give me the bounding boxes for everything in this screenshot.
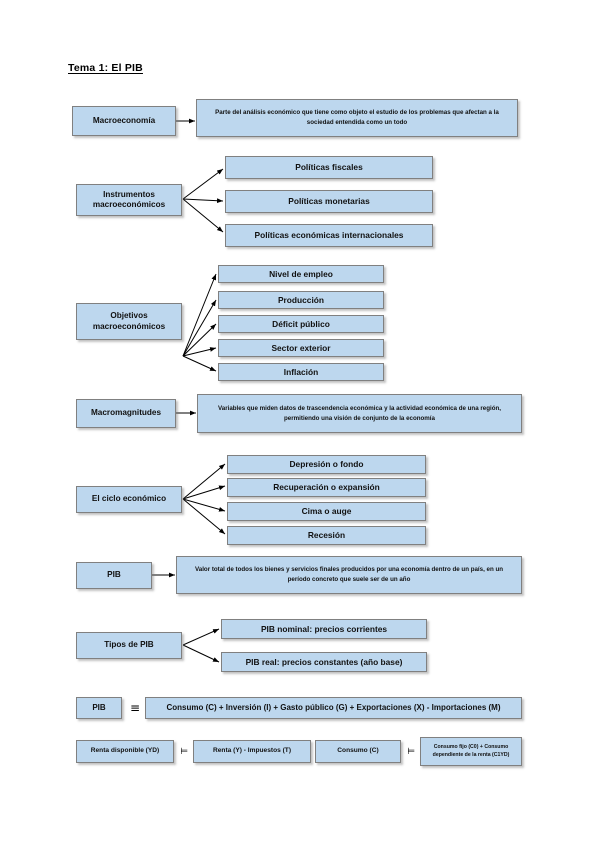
identity-symbol-renta: ⊨ bbox=[176, 740, 192, 763]
node-ciclo-root-label: El ciclo económico bbox=[91, 494, 167, 504]
node-ciclo-item-3[interactable]: Recesión bbox=[227, 526, 426, 545]
node-macroeconomia-definition-text: Parte del análisis económico que tiene c… bbox=[215, 109, 499, 126]
node-ciclo-item-2[interactable]: Cima o auge bbox=[227, 502, 426, 521]
node-pib-root-label: PIB bbox=[107, 570, 121, 580]
node-consumo-left-label: Consumo (C) bbox=[337, 747, 379, 755]
identity-symbol-pib: ≡ bbox=[124, 697, 146, 719]
node-instrumentos-item-0[interactable]: Políticas fiscales bbox=[225, 156, 433, 179]
node-instrumentos-item-1[interactable]: Políticas monetarias bbox=[225, 190, 433, 213]
node-renta-disponible-right[interactable]: Renta (Y) - Impuestos (T) bbox=[193, 740, 311, 763]
node-ciclo-item-1[interactable]: Recuperación o expansión bbox=[227, 478, 426, 497]
connector-objetivos bbox=[182, 273, 217, 372]
node-ciclo-item-3-label: Recesión bbox=[307, 530, 346, 541]
identity-symbol-consumo: ⊨ bbox=[403, 740, 419, 763]
node-objetivos-item-1-label: Producción bbox=[277, 294, 325, 305]
node-objetivos-item-3-label: Sector exterior bbox=[271, 342, 331, 353]
node-renta-disponible-left-label: Renta disponible (YD) bbox=[90, 747, 160, 755]
node-objetivos-item-0-label: Nivel de empleo bbox=[269, 268, 333, 279]
node-ciclo-item-0-label: Depresión o fondo bbox=[289, 459, 364, 470]
node-macroeconomia-root[interactable]: Macroeconomía bbox=[72, 106, 176, 136]
node-macroeconomia-definition[interactable]: Parte del análisis económico que tiene c… bbox=[196, 99, 518, 137]
identity-symbol-consumo-glyph: ⊨ bbox=[407, 746, 415, 757]
node-macromagnitudes-root-label: Macromagnitudes bbox=[90, 408, 162, 418]
node-objetivos-root[interactable]: Objetivos macroeconómicos bbox=[76, 303, 182, 340]
node-pib-definition[interactable]: Valor total de todos los bienes y servic… bbox=[176, 556, 522, 594]
node-objetivos-item-2[interactable]: Déficit público bbox=[218, 315, 384, 333]
page-title: Tema 1: El PIB bbox=[68, 62, 143, 74]
connector-instrumentos bbox=[182, 168, 224, 233]
identity-symbol-pib-glyph: ≡ bbox=[129, 701, 141, 715]
node-ciclo-item-0[interactable]: Depresión o fondo bbox=[227, 455, 426, 474]
node-identidad-pib-left-label: PIB bbox=[92, 703, 106, 712]
node-pib-root[interactable]: PIB bbox=[76, 562, 152, 589]
node-objetivos-item-3[interactable]: Sector exterior bbox=[218, 339, 384, 357]
node-objetivos-item-1[interactable]: Producción bbox=[218, 291, 384, 309]
node-ciclo-item-1-label: Recuperación o expansión bbox=[273, 482, 380, 493]
node-objetivos-item-0[interactable]: Nivel de empleo bbox=[218, 265, 384, 283]
connector-tipos-pib bbox=[182, 628, 220, 663]
node-tipos-pib-item-1[interactable]: PIB real: precios constantes (año base) bbox=[221, 652, 427, 672]
node-consumo-right[interactable]: Consumo fijo (C0) + Consumo dependiente … bbox=[420, 737, 522, 766]
node-identidad-pib-right-label: Consumo (C) + Inversión (I) + Gasto públ… bbox=[166, 703, 501, 712]
node-objetivos-item-4-label: Inflación bbox=[283, 366, 319, 377]
node-tipos-pib-item-0[interactable]: PIB nominal: precios corrientes bbox=[221, 619, 427, 639]
node-ciclo-item-2-label: Cima o auge bbox=[301, 506, 352, 517]
node-identidad-pib-left[interactable]: PIB bbox=[76, 697, 122, 719]
node-macromagnitudes-definition-text: Variables que miden datos de trascendenc… bbox=[217, 404, 501, 422]
node-ciclo-root[interactable]: El ciclo económico bbox=[76, 486, 182, 513]
node-renta-disponible-right-label: Renta (Y) - Impuestos (T) bbox=[212, 747, 292, 755]
node-identidad-pib-right[interactable]: Consumo (C) + Inversión (I) + Gasto públ… bbox=[145, 697, 522, 719]
node-pib-definition-text: Valor total de todos los bienes y servic… bbox=[194, 566, 504, 583]
node-tipos-pib-root[interactable]: Tipos de PIB bbox=[76, 632, 182, 659]
node-objetivos-item-2-label: Déficit público bbox=[272, 318, 330, 329]
node-tipos-pib-item-0-label: PIB nominal: precios corrientes bbox=[260, 623, 388, 634]
node-macroeconomia-root-label: Macroeconomía bbox=[92, 115, 156, 125]
node-instrumentos-item-2-label: Políticas económicas internacionales bbox=[254, 230, 404, 241]
node-instrumentos-root-label: Instrumentos macroeconómicos bbox=[92, 189, 166, 209]
node-instrumentos-item-0-label: Políticas fiscales bbox=[295, 162, 363, 173]
identity-symbol-renta-glyph: ⊨ bbox=[180, 746, 188, 757]
node-renta-disponible-left[interactable]: Renta disponible (YD) bbox=[76, 740, 174, 763]
node-instrumentos-item-1-label: Políticas monetarias bbox=[288, 196, 370, 207]
node-objetivos-root-label: Objetivos macroeconómicos bbox=[92, 311, 166, 331]
node-tipos-pib-item-1-label: PIB real: precios constantes (año base) bbox=[245, 656, 403, 667]
connector-ciclo bbox=[182, 463, 226, 535]
node-tipos-pib-root-label: Tipos de PIB bbox=[104, 640, 154, 650]
node-consumo-right-label: Consumo fijo (C0) + Consumo dependiente … bbox=[432, 743, 510, 758]
node-macromagnitudes-root[interactable]: Macromagnitudes bbox=[76, 399, 176, 428]
node-instrumentos-root[interactable]: Instrumentos macroeconómicos bbox=[76, 184, 182, 216]
node-objetivos-item-4[interactable]: Inflación bbox=[218, 363, 384, 381]
node-consumo-left[interactable]: Consumo (C) bbox=[315, 740, 401, 763]
node-instrumentos-item-2[interactable]: Políticas económicas internacionales bbox=[225, 224, 433, 247]
node-macromagnitudes-definition[interactable]: Variables que miden datos de trascendenc… bbox=[197, 394, 522, 433]
